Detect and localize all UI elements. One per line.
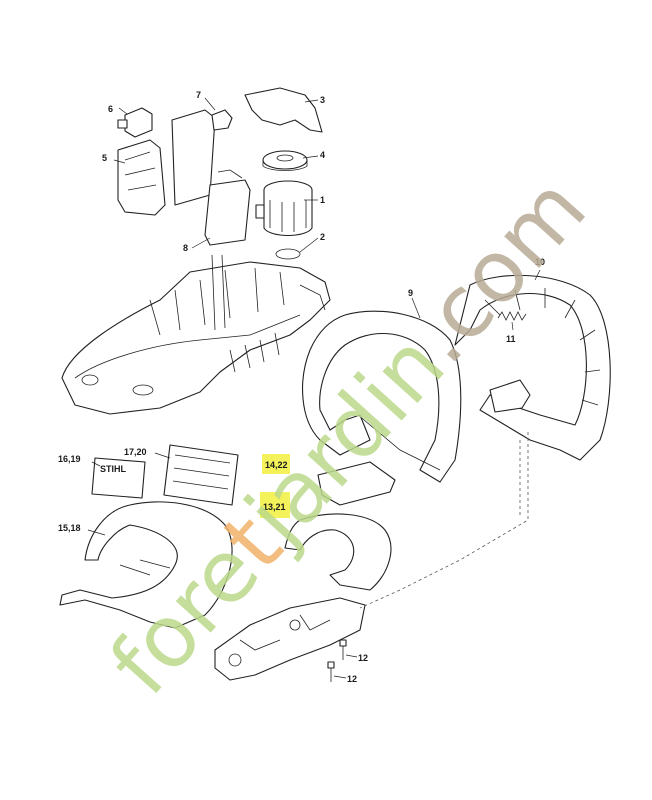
label-5: 5 xyxy=(102,153,107,163)
part-7-connector xyxy=(211,109,233,131)
label-12b: 12 xyxy=(347,674,357,684)
gear-housing xyxy=(214,597,366,681)
label-14-22: 14,22 xyxy=(265,460,288,470)
highlight-14-22 xyxy=(262,454,290,474)
part-4-fan xyxy=(262,150,308,171)
label-12a: 12 xyxy=(358,653,368,663)
part-2-ring xyxy=(275,248,301,260)
label-13-21: 13,21 xyxy=(263,502,286,512)
part-8-pack xyxy=(204,169,251,246)
label-11: 11 xyxy=(506,334,516,344)
assembly-line xyxy=(359,432,529,609)
screw-12b xyxy=(327,661,335,682)
part-10-rear-guard xyxy=(454,274,611,461)
decal-brand-text: STIHL xyxy=(100,464,127,474)
part-labels: 1 2 3 4 5 6 7 8 9 10 11 12 12 13,21 14,2… xyxy=(58,90,545,684)
motor-housing xyxy=(61,254,331,415)
part-9-front-handle xyxy=(302,310,462,483)
label-3: 3 xyxy=(320,95,325,105)
screw-12a xyxy=(339,639,347,660)
label-6: 6 xyxy=(108,104,113,114)
label-2: 2 xyxy=(320,232,325,242)
part-11-spring xyxy=(497,311,527,321)
label-15-18: 15,18 xyxy=(58,523,81,533)
shell-15-18 xyxy=(59,501,233,629)
leader-lines xyxy=(87,97,541,679)
decal-16-19: STIHL xyxy=(91,457,146,499)
label-4: 4 xyxy=(320,150,325,160)
part-1-motor xyxy=(255,180,313,237)
shell-13-21 xyxy=(284,513,392,591)
decal-17-20 xyxy=(163,444,239,506)
label-9: 9 xyxy=(408,288,413,298)
part-6-switch xyxy=(117,107,153,138)
label-16-19: 16,19 xyxy=(58,454,81,464)
label-17-20: 17,20 xyxy=(124,447,147,457)
decal-14-22 xyxy=(317,461,396,506)
label-7: 7 xyxy=(196,90,201,100)
label-8: 8 xyxy=(183,243,188,253)
part-5-frame xyxy=(117,109,216,216)
part-3-cover xyxy=(244,87,323,133)
highlight-13-21 xyxy=(260,492,290,518)
label-10: 10 xyxy=(535,257,545,267)
label-1: 1 xyxy=(320,195,325,205)
